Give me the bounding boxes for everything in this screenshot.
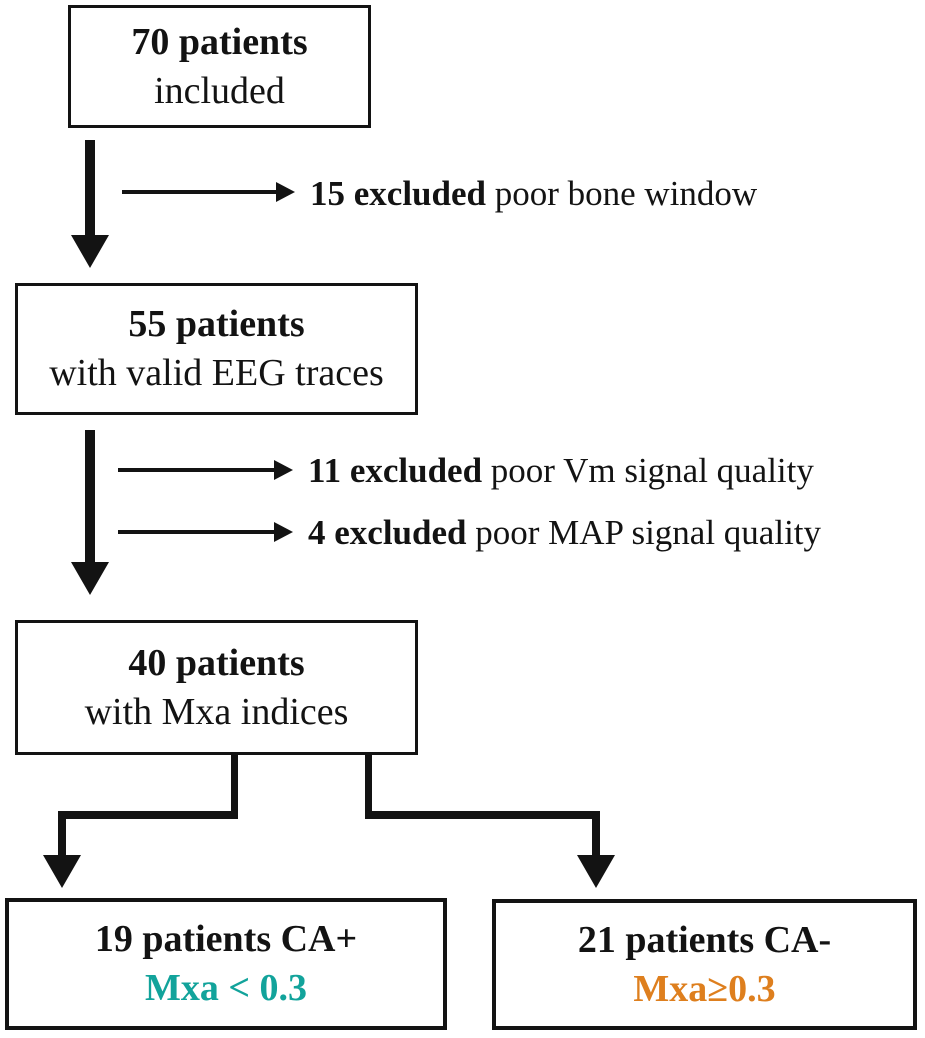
box-included-count: 70 patients xyxy=(131,20,308,63)
exclusion-arrow-1-head-icon xyxy=(276,182,295,202)
exclusion-arrow-1-line xyxy=(122,190,278,194)
exclusion-label-2-reason: poor Vm signal quality xyxy=(482,451,814,490)
box-mxa-label: with Mxa indices xyxy=(84,690,349,733)
exclusion-label-1: 15 excluded poor bone window xyxy=(310,176,757,211)
box-included-label: included xyxy=(154,69,285,112)
box-ca-minus-count: 21 patients CA- xyxy=(577,918,832,961)
box-valid-eeg-label: with valid EEG traces xyxy=(49,352,384,394)
box-valid-eeg: 55 patients with valid EEG traces xyxy=(15,283,418,415)
exclusion-label-3: 4 excluded poor MAP signal quality xyxy=(308,515,821,550)
branch-stem-left-line xyxy=(58,811,66,857)
exclusion-arrow-3-head-icon xyxy=(274,522,293,542)
box-mxa: 40 patients with Mxa indices xyxy=(15,620,418,755)
exclusion-label-1-reason: poor bone window xyxy=(485,174,758,213)
box-ca-plus-count: 19 patients CA+ xyxy=(94,918,358,961)
box-ca-minus-criterion: Mxa≥0.3 xyxy=(633,967,776,1010)
branch-elbow-right-line xyxy=(365,811,599,819)
exclusion-label-3-reason: poor MAP signal quality xyxy=(466,513,822,552)
branch-arrow-left-head-icon xyxy=(43,855,81,888)
box-included: 70 patients included xyxy=(68,5,371,128)
branch-arrow-right-head-icon xyxy=(577,855,615,888)
branch-elbow-left-line xyxy=(58,811,238,819)
exclusion-label-2: 11 excluded poor Vm signal quality xyxy=(308,453,814,488)
exclusion-arrow-3-line xyxy=(118,530,276,534)
box-ca-plus-criterion: Mxa < 0.3 xyxy=(144,967,308,1009)
box-mxa-count: 40 patients xyxy=(128,641,305,684)
arrow-down-1-head-icon xyxy=(71,235,109,268)
exclusion-label-2-count: 11 excluded xyxy=(308,451,483,490)
exclusion-label-3-count: 4 excluded xyxy=(308,513,467,552)
box-ca-plus: 19 patients CA+ Mxa < 0.3 xyxy=(5,898,447,1030)
arrow-down-1-line xyxy=(85,140,95,238)
branch-drop-left-line xyxy=(231,753,238,815)
arrow-down-2-head-icon xyxy=(71,562,109,595)
exclusion-arrow-2-head-icon xyxy=(274,460,293,480)
branch-drop-right-line xyxy=(365,753,372,815)
box-valid-eeg-count: 55 patients xyxy=(128,303,305,346)
arrow-down-2-line xyxy=(85,430,95,564)
branch-stem-right-line xyxy=(592,811,600,857)
exclusion-label-1-count: 15 excluded xyxy=(310,174,486,213)
box-ca-minus: 21 patients CA- Mxa≥0.3 xyxy=(492,899,917,1030)
exclusion-arrow-2-line xyxy=(118,468,276,472)
